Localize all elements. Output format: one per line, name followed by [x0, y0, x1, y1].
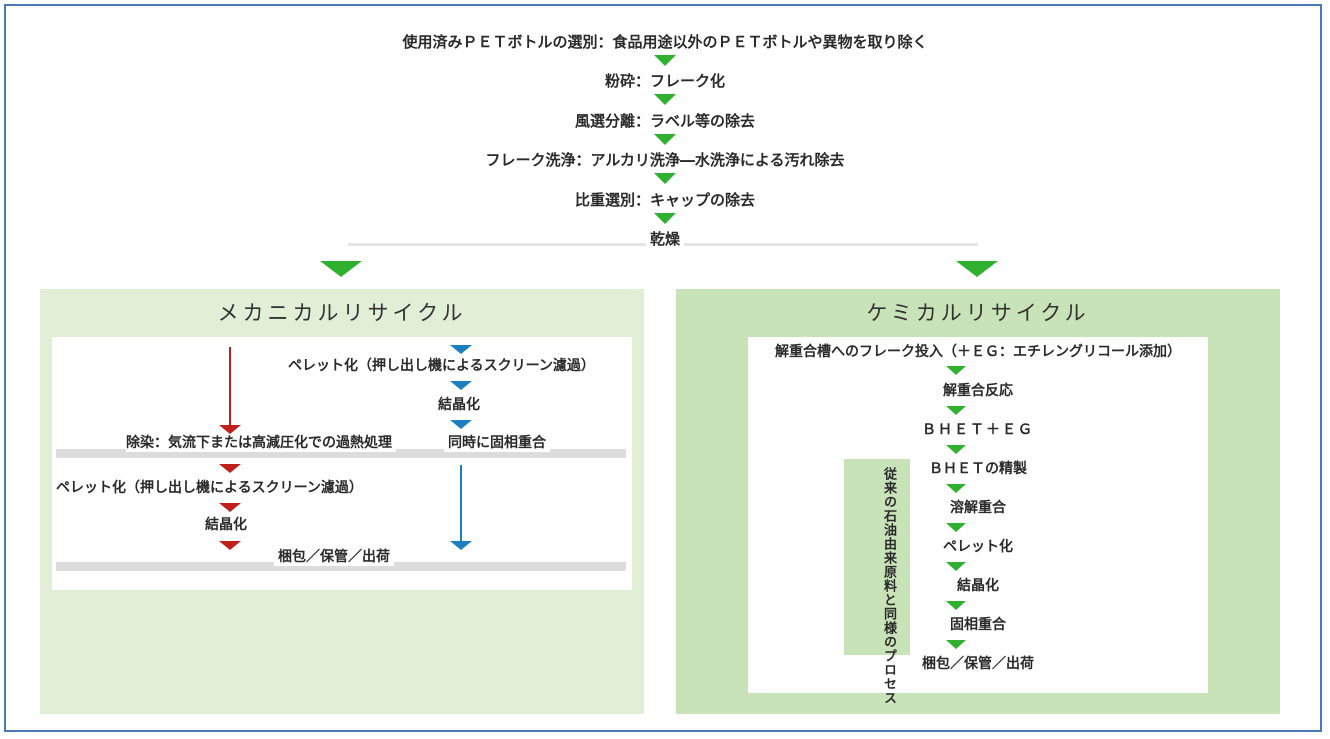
down-arrow-icon — [946, 366, 966, 375]
down-arrow-icon — [946, 445, 966, 454]
down-arrow-icon — [946, 484, 966, 493]
chem-step-depolymerization-reaction: 解重合反応 — [943, 383, 1013, 399]
chem-step-bhet-purification: ＢＨＥＴの精製 — [929, 461, 1027, 477]
chem-step-pelletizing: ペレット化 — [943, 539, 1013, 555]
red-crystal-step: 結晶化 — [205, 517, 247, 533]
branch-arrow-left-icon — [320, 261, 362, 277]
chemical-flow-box: 解重合槽へのフレーク投入（＋ＥＧ：エチレングリコール添加） 解重合反応 ＢＨＥＴ… — [748, 337, 1208, 705]
down-arrow-icon — [946, 523, 966, 532]
down-arrow-icon — [946, 562, 966, 571]
red-down-arrow-icon — [219, 464, 241, 473]
red-flow-line — [229, 347, 231, 431]
final-band — [56, 562, 626, 571]
down-arrow-icon — [946, 640, 966, 649]
decontam-band — [56, 449, 626, 458]
blue-down-arrow-icon — [450, 541, 472, 550]
down-arrow-icon — [654, 213, 676, 224]
step-crushing: 粉砕：フレーク化 — [604, 72, 725, 90]
chemical-recycling-panel: ケミカルリサイクル 解重合槽へのフレーク投入（＋ＥＧ：エチレングリコール添加） … — [676, 289, 1280, 714]
blue-flow-line — [460, 465, 462, 543]
blue-pellet-step: ペレット化（押し出し機によるスクリーン濾過） — [288, 358, 595, 374]
blue-down-arrow-icon — [450, 420, 472, 429]
down-arrow-icon — [654, 55, 676, 66]
down-arrow-icon — [654, 94, 676, 105]
step-flake-washing: フレーク洗浄：アルカリ洗浄―水洗浄による汚れ除去 — [485, 151, 845, 169]
blue-down-arrow-icon — [450, 345, 472, 354]
blue-down-arrow-icon — [450, 381, 472, 390]
down-arrow-icon — [654, 134, 676, 145]
step-drying: 乾燥 — [0, 230, 1330, 248]
red-pellet-step: ペレット化（押し出し機によるスクリーン濾過） — [56, 480, 363, 496]
down-arrow-icon — [946, 406, 966, 415]
decontam-step: 除染：気流下または高減圧化での過熱処理 — [126, 435, 396, 452]
step-gravity-separation: 比重選別：キャップの除去 — [574, 191, 755, 209]
chem-step-melt-polymerization: 溶解重合 — [950, 500, 1006, 516]
mechanical-title: メカニカルリサイクル — [217, 301, 467, 325]
down-arrow-icon — [654, 173, 676, 184]
blue-crystal-step: 結晶化 — [438, 397, 480, 413]
chem-step-bhet-eg: ＢＨＥＴ＋ＥＧ — [922, 422, 1034, 438]
chemical-title: ケミカルリサイクル — [866, 301, 1090, 325]
down-arrow-icon — [946, 601, 966, 610]
chem-step-packing: 梱包／保管／出荷 — [922, 656, 1034, 672]
branch-arrow-right-icon — [956, 261, 998, 277]
mechanical-flow-box: ペレット化（押し出し機によるスクリーン濾過） 結晶化 除染：気流下または高減圧化… — [52, 337, 632, 590]
red-down-arrow-icon — [219, 425, 241, 434]
step-air-separation: 風選分離：ラベル等の除去 — [574, 112, 755, 130]
solid-state-step: 同時に固相重合 — [444, 435, 550, 452]
outer-frame — [4, 4, 1322, 732]
side-note-box: 従来の石油由来原料と同様のプロセス — [844, 459, 910, 705]
step-sorting: 使用済みＰＥＴボトルの選別：食品用途以外のＰＥＴボトルや異物を取り除く — [402, 33, 928, 51]
chem-step-crystallization: 結晶化 — [957, 578, 999, 594]
red-down-arrow-icon — [219, 541, 241, 550]
chem-step-solid-state-polymerization: 固相重合 — [950, 617, 1006, 633]
red-down-arrow-icon — [219, 503, 241, 512]
mechanical-final-step: 梱包／保管／出荷 — [274, 549, 394, 566]
mechanical-recycling-panel: メカニカルリサイクル ペレット化（押し出し機によるスクリーン濾過） 結晶化 除染… — [40, 289, 644, 714]
side-note-text: 従来の石油由来原料と同様のプロセス — [881, 467, 896, 705]
chem-step-depolymerization-input: 解重合槽へのフレーク投入（＋ＥＧ：エチレングリコール添加） — [775, 344, 1181, 360]
